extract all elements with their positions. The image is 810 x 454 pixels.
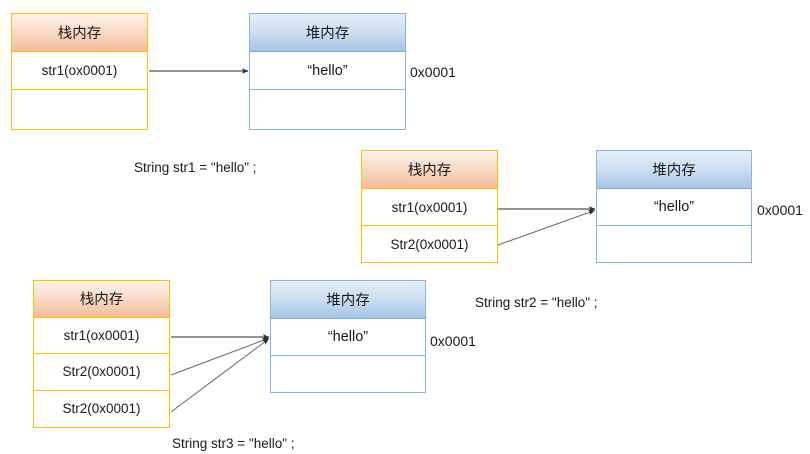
stack-cell-empty-1 — [12, 90, 147, 129]
stack-memory-box-3: 栈内存 str1(ox0001) Str2(0x0001) Str2(0x000… — [33, 280, 170, 428]
heap-cell-value-2: “hello” — [597, 189, 751, 226]
stack-cell-str1-1: str1(ox0001) — [12, 52, 147, 90]
stack-header-1: 栈内存 — [12, 14, 147, 52]
stack-header-2: 栈内存 — [362, 151, 497, 189]
heap-address-label-2: 0x0001 — [757, 202, 803, 218]
heap-cell-empty-3 — [271, 356, 425, 392]
caption-group-3: String str3 = "hello" ; — [172, 436, 295, 451]
heap-address-label-1: 0x0001 — [410, 64, 456, 80]
heap-address-label-3: 0x0001 — [430, 333, 476, 349]
heap-cell-empty-2 — [597, 226, 751, 262]
heap-header-1: 堆内存 — [250, 14, 405, 52]
stack-header-3: 栈内存 — [34, 281, 169, 318]
stack-memory-box-2: 栈内存 str1(ox0001) Str2(0x0001) — [361, 150, 498, 263]
stack-cell-str3-3: Str2(0x0001) — [62, 401, 141, 417]
stack-cell-str2-3: Str2(0x0001) — [34, 354, 169, 391]
heap-memory-box-1: 堆内存 “hello” — [249, 13, 406, 130]
arrow-g3-str3 — [170, 338, 269, 413]
arrow-g2-str2 — [497, 209, 595, 246]
heap-cell-value-1: “hello” — [250, 52, 405, 90]
heap-memory-box-3: 堆内存 “hello” — [270, 280, 426, 393]
stack-cell-str2-2: Str2(0x0001) — [390, 236, 469, 252]
heap-header-2: 堆内存 — [597, 151, 751, 189]
caption-group-2: String str2 = "hello" ; — [475, 295, 598, 310]
arrow-g3-str2 — [170, 337, 269, 376]
stack-cell-str1-2: str1(ox0001) — [362, 189, 497, 226]
stack-cell-str1-3: str1(ox0001) — [34, 318, 169, 354]
stack-memory-box-1: 栈内存 str1(ox0001) — [11, 13, 148, 130]
heap-cell-value-3: “hello” — [271, 319, 425, 356]
heap-header-3: 堆内存 — [271, 281, 425, 319]
heap-memory-box-2: 堆内存 “hello” — [596, 150, 752, 263]
caption-group-1: String str1 = "hello" ; — [134, 160, 257, 175]
heap-cell-empty-1 — [250, 90, 405, 129]
